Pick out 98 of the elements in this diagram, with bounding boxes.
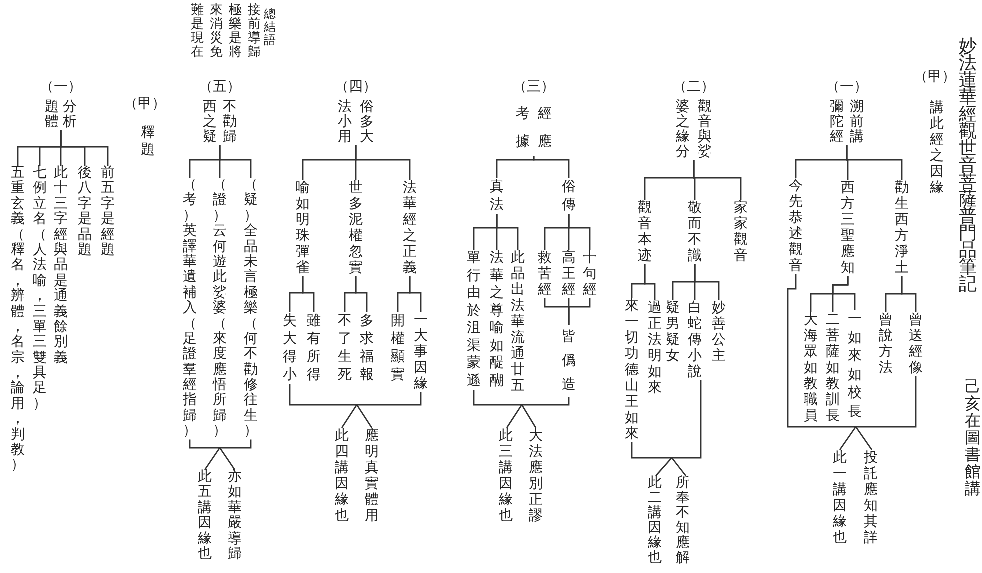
outline-item: 雖有所得 bbox=[307, 312, 321, 384]
outline-item: 一如來如校長 bbox=[848, 310, 862, 421]
outline-item: 西方三聖應知 bbox=[841, 180, 855, 276]
connector-line bbox=[496, 156, 535, 178]
outline-item: 失大得小 bbox=[283, 312, 297, 384]
outline-item: 十句經 bbox=[583, 250, 597, 298]
connector-line bbox=[544, 214, 570, 250]
connector-line bbox=[17, 130, 62, 166]
connector-line bbox=[644, 160, 695, 200]
summary-note: 此二講因緣也 bbox=[648, 476, 662, 566]
section-number: （一） bbox=[40, 78, 82, 96]
outline-item: 不了生死 bbox=[338, 312, 352, 384]
outline-item: 喻如明珠彈雀 bbox=[296, 180, 310, 276]
outline-item: 此品出法華流通廿五 bbox=[511, 250, 525, 394]
section-heading: 觀音與娑婆之緣分 bbox=[676, 100, 712, 160]
outline-item: 妙善公主 bbox=[712, 300, 726, 364]
summary-note: 亦如華嚴導歸 bbox=[228, 470, 242, 562]
section-heading: 不勸歸西之疑 bbox=[203, 100, 237, 145]
outline-item: 高王經 bbox=[562, 250, 576, 298]
outline-item: （證）云何遊此娑婆（來度應悟所歸） bbox=[213, 178, 227, 440]
section-number: （四） bbox=[335, 78, 377, 96]
outline-item: 此十三字經與品是通義餘別義 bbox=[54, 166, 68, 366]
outline-item: 疑男疑女 bbox=[666, 300, 680, 364]
outline-item: 過正法明如來 bbox=[648, 300, 662, 396]
outline-item: （考）英譯華遺補入（足證羣經指歸） bbox=[183, 178, 197, 440]
summary-note: 應明真實體用 bbox=[365, 428, 379, 524]
connector-line bbox=[189, 145, 221, 178]
connector-line bbox=[344, 276, 357, 312]
connector-line bbox=[520, 397, 570, 428]
outline-item: 今先恭述觀音 bbox=[789, 178, 803, 274]
outline-item: 曾說方法 bbox=[879, 312, 893, 376]
connector-line bbox=[631, 442, 674, 476]
outline-item: 勸生西方淨土 bbox=[895, 180, 909, 276]
connector-line bbox=[397, 276, 411, 312]
outline-item: 二菩薩如教訓長 bbox=[826, 312, 840, 424]
outline-item: 俗傳 bbox=[562, 178, 576, 214]
outline-item: 法華經之正義 bbox=[403, 180, 417, 276]
outline-item: 單行由於沮渠蒙遜 bbox=[467, 250, 481, 390]
part-number: （甲） bbox=[124, 95, 166, 113]
section-number: （三） bbox=[513, 78, 555, 96]
section-heading: 溯前講彌陀經 bbox=[830, 100, 864, 145]
outline-item: 前五字是經題 bbox=[101, 166, 115, 258]
section-heading: 分析題體 bbox=[45, 100, 77, 130]
outline-item: 敬而不識 bbox=[688, 200, 702, 264]
outline-item: 五重玄義（釋名，辨體，名宗，論用，判教） bbox=[11, 166, 25, 474]
outline-item: 多求福報 bbox=[360, 312, 374, 384]
section-heading: 經應考據 bbox=[516, 105, 552, 152]
connector-line bbox=[544, 298, 570, 325]
summary-note: 此三講因緣也 bbox=[499, 428, 513, 524]
connector-line bbox=[189, 440, 222, 470]
connector-line bbox=[795, 145, 848, 178]
connector-line bbox=[356, 392, 422, 428]
outline-item: 一大事因緣 bbox=[414, 312, 428, 392]
outline-item: 觀音本迹 bbox=[638, 200, 652, 264]
connector-line bbox=[289, 276, 304, 312]
outline-item: 家家觀音 bbox=[734, 200, 748, 264]
connector-line bbox=[672, 264, 696, 300]
summary-note: 此四講因緣也 bbox=[335, 428, 349, 524]
outline-item: 開權顯實 bbox=[391, 312, 405, 384]
summary-heading: 總結語 bbox=[264, 8, 276, 47]
section-number: （一） bbox=[826, 78, 868, 96]
connector-line bbox=[670, 380, 702, 476]
outline-item: 皆僞造 bbox=[562, 325, 576, 397]
connector-line bbox=[302, 145, 357, 180]
outline-item: 真法 bbox=[490, 178, 504, 214]
outline-item: 法華之尊喻如醍醐 bbox=[490, 250, 504, 390]
outline-item: 曾送經像 bbox=[909, 312, 923, 376]
connector-line bbox=[810, 276, 849, 312]
summary-note: 此五講因緣也 bbox=[198, 470, 212, 562]
outline-item: 大海眾如教職員 bbox=[804, 312, 818, 424]
connector-line bbox=[631, 264, 646, 298]
connector-line bbox=[218, 440, 252, 470]
outline-item: 七例立名（人法喻，三單三雙具足） bbox=[33, 166, 47, 412]
outline-item: （疑）全品未言極樂（何不勸修往生） bbox=[244, 178, 258, 440]
section-number: （五） bbox=[199, 78, 241, 96]
summary-note: 此一講因緣也 bbox=[833, 450, 847, 546]
outline-item: 白蛇傳小說 bbox=[688, 300, 702, 380]
summary-note: 大法應別正謬 bbox=[529, 428, 543, 524]
title: 妙法蓮華經觀世音菩薩普門品筆記 bbox=[959, 38, 977, 293]
outline-item: 救苦經 bbox=[538, 250, 552, 298]
summary-note: 投託應知其詳 bbox=[864, 450, 878, 546]
connector-line bbox=[885, 276, 903, 312]
outline-item: 來一切功德山王如來 bbox=[625, 298, 639, 442]
date-note: 己亥在圖書館講 bbox=[965, 378, 981, 497]
outline-item: 後八字是品題 bbox=[78, 166, 92, 258]
part-heading: 講此經之因緣 bbox=[930, 100, 944, 196]
connector-line bbox=[289, 384, 358, 428]
connector-line bbox=[854, 376, 917, 450]
summary-text: 接前導歸極樂是將來消災免難是現在 bbox=[191, 4, 261, 60]
outline-item: 世多泥權忽實 bbox=[349, 180, 363, 276]
section-number: （二） bbox=[673, 78, 715, 96]
connector-line bbox=[787, 274, 858, 450]
section-heading: 俗多大法小用 bbox=[338, 100, 374, 145]
connector-line bbox=[473, 390, 524, 428]
part-number: （甲） bbox=[914, 68, 956, 86]
summary-note: 所奉不知應解 bbox=[676, 476, 690, 566]
connector-line bbox=[473, 214, 498, 250]
part-heading: 釋題 bbox=[141, 125, 155, 159]
